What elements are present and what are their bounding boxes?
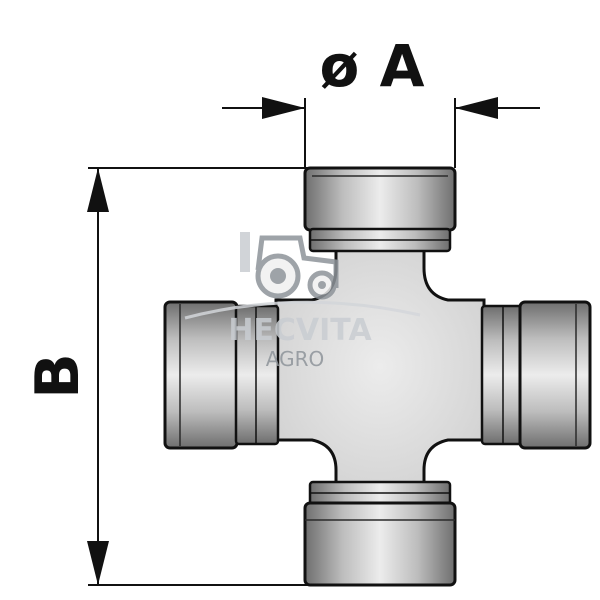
- watermark-sub: AGRO: [266, 347, 324, 371]
- watermark-swoosh: [184, 300, 421, 320]
- arrow-a-left: [262, 97, 305, 119]
- arrow-a-right: [455, 97, 498, 119]
- dimension-a-label: ø A: [320, 32, 425, 100]
- tractor-icon: [240, 232, 339, 300]
- arrow-b-top: [87, 168, 109, 212]
- watermark-brand: HECVITA: [228, 313, 372, 348]
- bearing-cap-bottom: [303, 480, 457, 587]
- bearing-cap-right: [480, 300, 592, 450]
- dimension-b-label: B: [23, 353, 93, 399]
- dimension-a: ø A: [222, 32, 540, 168]
- watermark: HECVITA AGRO: [184, 232, 421, 371]
- bearing-cap-left: [163, 300, 280, 450]
- dimension-b: B: [23, 167, 308, 586]
- bearing-cap-top: [303, 166, 457, 253]
- arrow-b-bottom: [87, 541, 109, 585]
